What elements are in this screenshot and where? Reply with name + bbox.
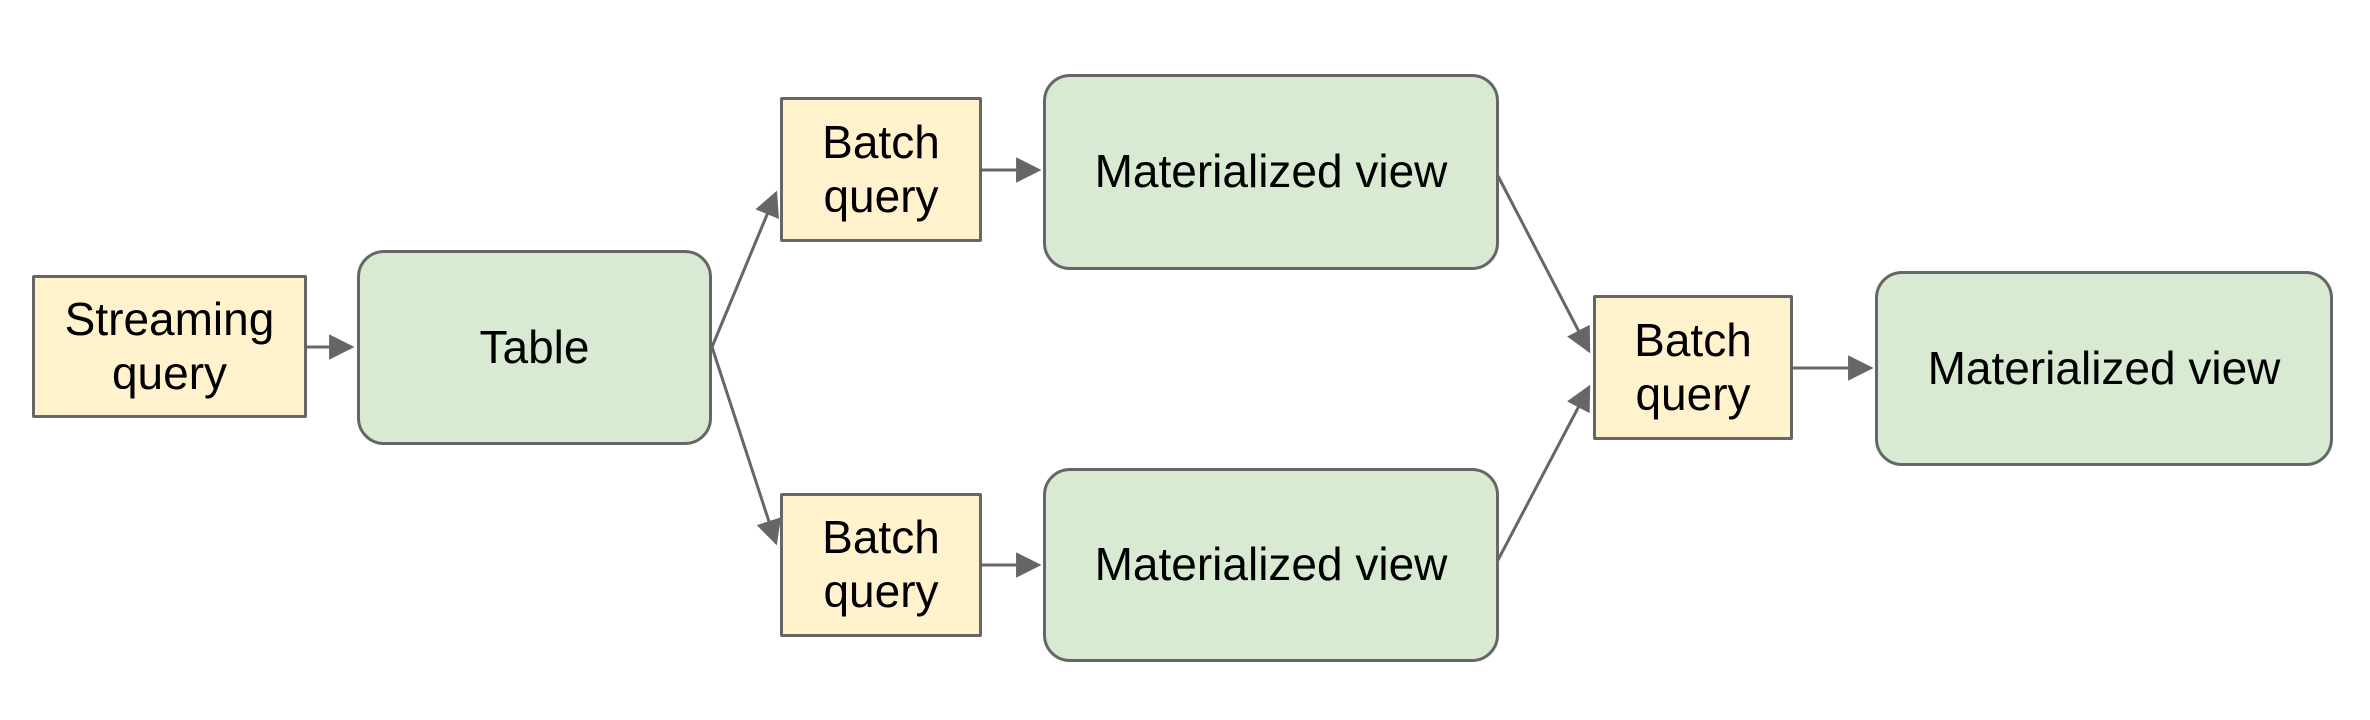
node-batch-query-top: Batch query bbox=[780, 97, 982, 242]
node-label: Batch query bbox=[1634, 313, 1752, 420]
node-materialized-view-final: Materialized view bbox=[1875, 271, 2333, 466]
edge-mv-bottom-to-batch-right bbox=[1496, 384, 1591, 561]
node-label: Materialized view bbox=[1094, 538, 1448, 591]
edge-table-to-batch-bottom bbox=[710, 346, 781, 546]
node-batch-query-bottom: Batch query bbox=[780, 493, 982, 637]
node-batch-query-right: Batch query bbox=[1593, 295, 1793, 440]
node-label: Materialized view bbox=[1094, 145, 1448, 198]
node-label: Batch query bbox=[822, 511, 940, 617]
node-materialized-view-bottom: Materialized view bbox=[1043, 468, 1499, 662]
node-streaming-query: Streaming query bbox=[32, 275, 307, 418]
edge-mv-top-to-batch-right bbox=[1496, 175, 1591, 354]
node-label: Batch query bbox=[822, 115, 940, 222]
node-materialized-view-top: Materialized view bbox=[1043, 74, 1499, 270]
node-table: Table bbox=[357, 250, 712, 445]
node-label: Table bbox=[479, 320, 590, 373]
node-label: Streaming query bbox=[64, 292, 275, 399]
node-label: Materialized view bbox=[1927, 341, 2281, 394]
edge-table-to-batch-top bbox=[710, 190, 779, 348]
